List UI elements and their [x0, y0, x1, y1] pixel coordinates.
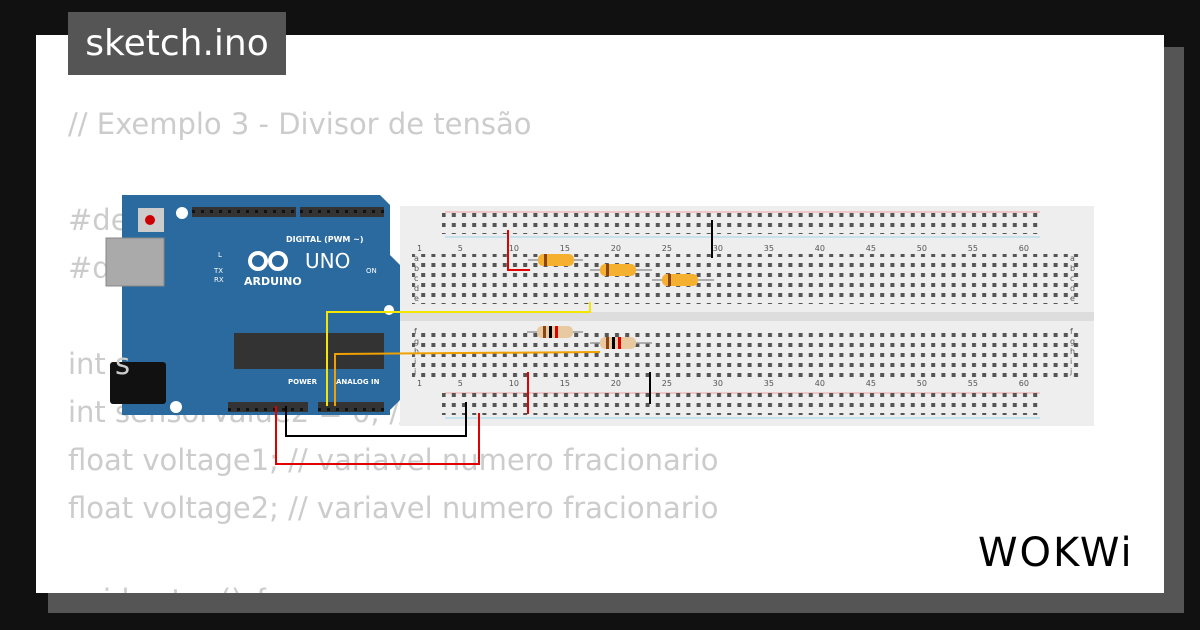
model-label: UNO: [305, 249, 350, 273]
column-label: 40: [815, 244, 825, 253]
row-label: d: [414, 284, 419, 293]
usb-port: [105, 237, 165, 287]
code-line: #d: [68, 251, 111, 285]
column-label: 5: [458, 244, 463, 253]
row-label: g: [1070, 337, 1075, 346]
column-label: 30: [713, 379, 723, 388]
column-label: 40: [815, 379, 825, 388]
row-label: b: [414, 264, 419, 273]
file-tab[interactable]: sketch.ino: [68, 12, 286, 75]
column-label: 5: [458, 379, 463, 388]
column-labels: 1155101015152020252530303535404045455050…: [417, 244, 1029, 388]
column-label: 10: [509, 244, 519, 253]
column-label: 60: [1019, 379, 1029, 388]
led-label: L: [218, 251, 222, 259]
digital-label: DIGITAL (PWM ~): [286, 235, 364, 244]
column-label: 20: [611, 244, 621, 253]
row-label: c: [1070, 274, 1074, 283]
column-label: 45: [866, 244, 876, 253]
column-label: 55: [968, 244, 978, 253]
row-label: h: [1070, 347, 1075, 356]
column-label: 55: [968, 379, 978, 388]
column-label: 20: [611, 379, 621, 388]
column-label: 25: [662, 244, 672, 253]
column-label: 1: [417, 379, 422, 388]
row-label: j: [413, 367, 416, 376]
led-label: TX: [213, 267, 223, 275]
code-line: int s: [68, 347, 131, 381]
row-label: i: [414, 357, 416, 366]
code-line: #de: [68, 203, 129, 237]
brand-label: ARDUINO: [244, 275, 302, 288]
row-label: e: [414, 294, 419, 303]
column-label: 25: [662, 379, 672, 388]
column-label: 15: [560, 244, 570, 253]
code-line: float voltage2; // variavel numero fraci…: [68, 491, 719, 525]
code-line: float voltage1; // variavel numero fraci…: [68, 443, 719, 477]
column-label: 15: [560, 379, 570, 388]
column-label: 50: [917, 244, 927, 253]
column-label: 45: [866, 379, 876, 388]
column-label: 60: [1019, 244, 1029, 253]
resistors: [527, 254, 714, 349]
svg-text:WOKWi: WOKWi: [978, 530, 1134, 576]
column-label: 30: [713, 244, 723, 253]
row-label: a: [414, 254, 419, 263]
column-label: 50: [917, 379, 927, 388]
wires: [275, 220, 713, 465]
code-line: // Exemplo 3 - Divisor de tensão: [68, 107, 532, 141]
row-label: c: [414, 274, 418, 283]
column-label: 1: [417, 244, 422, 253]
breadboard: 1155101015152020252530303535404045455050…: [400, 206, 1094, 426]
row-label: f: [1070, 327, 1073, 336]
row-label: d: [1070, 284, 1075, 293]
row-label: e: [1070, 294, 1075, 303]
row-label: h: [414, 347, 419, 356]
column-label: 35: [764, 244, 774, 253]
row-label: a: [1070, 254, 1075, 263]
led-label: RX: [214, 276, 224, 284]
arduino-uno: DIGITAL (PWM ~) UNO ARDUINO L TX RX ON P…: [105, 195, 400, 415]
led-label: ON: [366, 267, 377, 275]
column-label: 35: [764, 379, 774, 388]
row-label: i: [1070, 357, 1072, 366]
power-jack: [110, 362, 166, 404]
wokwi-logo: WOKWi: [978, 530, 1134, 576]
row-label: b: [1070, 264, 1075, 273]
column-label: 10: [509, 379, 519, 388]
code-line: void setup() {: [68, 583, 270, 593]
row-label: j: [1069, 367, 1072, 376]
analog-label: ANALOG IN: [336, 378, 380, 386]
row-label: g: [414, 337, 419, 346]
row-label: f: [414, 327, 417, 336]
power-label: POWER: [288, 378, 318, 386]
